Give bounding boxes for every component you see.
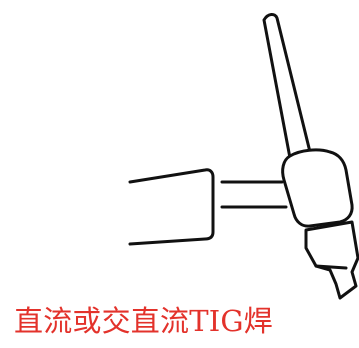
cable-connector xyxy=(128,168,215,246)
gas-nozzle xyxy=(304,220,359,300)
torch-body xyxy=(281,148,354,228)
nozzle-inner-line xyxy=(314,264,348,270)
diagram-caption: 直流或交直流TIG焊 xyxy=(14,304,273,338)
electrode-holder xyxy=(262,13,312,160)
